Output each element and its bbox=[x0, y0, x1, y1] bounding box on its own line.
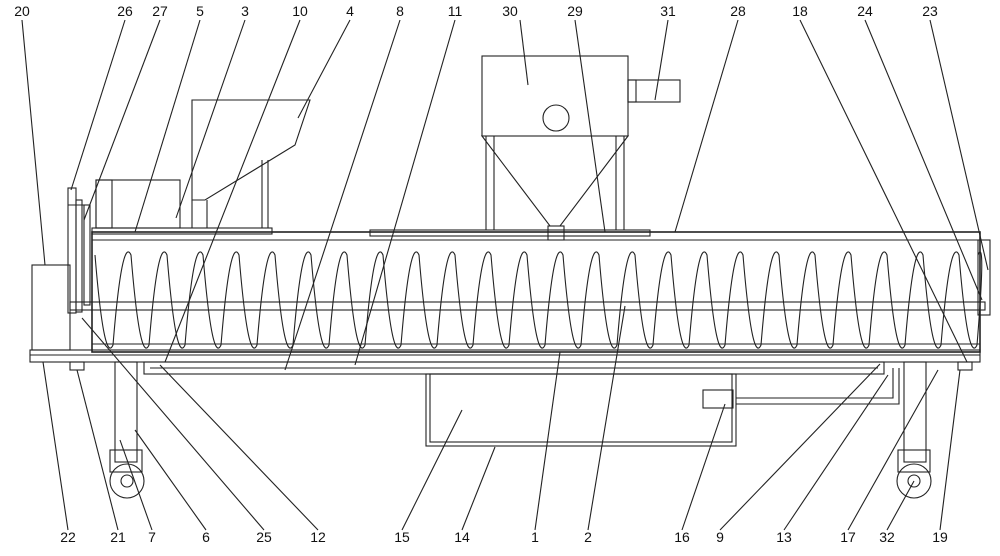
bottom-label: 9 bbox=[716, 529, 724, 545]
top-label: 23 bbox=[922, 3, 938, 19]
collecting-box bbox=[425, 373, 737, 447]
feet bbox=[69, 361, 973, 371]
feed-hopper bbox=[191, 99, 311, 228]
top-label: 3 bbox=[241, 3, 249, 19]
left-motor bbox=[95, 179, 181, 229]
lower-channel bbox=[143, 361, 885, 375]
bottom-label: 21 bbox=[110, 529, 126, 545]
top-label: 18 bbox=[792, 3, 808, 19]
top-label: 5 bbox=[196, 3, 204, 19]
top-label: 11 bbox=[448, 3, 463, 19]
leader-lines bbox=[21, 19, 989, 531]
top-label: 27 bbox=[152, 3, 168, 19]
top-label: 20 bbox=[14, 3, 30, 19]
top-label: 28 bbox=[730, 3, 746, 19]
bottom-label: 14 bbox=[454, 529, 470, 545]
dust-collector bbox=[480, 55, 681, 241]
bottom-label: 7 bbox=[148, 529, 156, 545]
bottom-label: 32 bbox=[879, 529, 895, 545]
right-bearing bbox=[977, 239, 991, 316]
bottom-label: 17 bbox=[840, 529, 856, 545]
left-leg bbox=[109, 361, 145, 499]
bottom-label: 12 bbox=[310, 529, 326, 545]
bottom-label: 2 bbox=[584, 529, 592, 545]
bottom-label: 25 bbox=[256, 529, 272, 545]
top-labels: 20 26 27 5 3 10 4 8 11 30 29 31 28 18 24 23 bbox=[14, 3, 938, 19]
motor-box bbox=[31, 264, 71, 351]
bottom-label: 13 bbox=[776, 529, 792, 545]
bottom-label: 15 bbox=[394, 529, 410, 545]
top-label: 8 bbox=[396, 3, 404, 19]
trough bbox=[91, 231, 981, 353]
top-label: 10 bbox=[292, 3, 308, 19]
return-pipe bbox=[702, 368, 900, 409]
top-label: 26 bbox=[117, 3, 133, 19]
top-label: 29 bbox=[567, 3, 583, 19]
bottom-label: 22 bbox=[60, 529, 76, 545]
pulley-assembly bbox=[67, 187, 91, 314]
bottom-label: 1 bbox=[531, 529, 539, 545]
bottom-label: 16 bbox=[674, 529, 690, 545]
top-label: 4 bbox=[346, 3, 354, 19]
top-label: 30 bbox=[502, 3, 518, 19]
top-plate bbox=[91, 227, 651, 237]
top-label: 24 bbox=[857, 3, 873, 19]
bottom-label: 6 bbox=[202, 529, 210, 545]
right-leg bbox=[896, 361, 932, 499]
helical-screw bbox=[94, 251, 983, 349]
bottom-label: 19 bbox=[932, 529, 948, 545]
top-label: 31 bbox=[660, 3, 676, 19]
